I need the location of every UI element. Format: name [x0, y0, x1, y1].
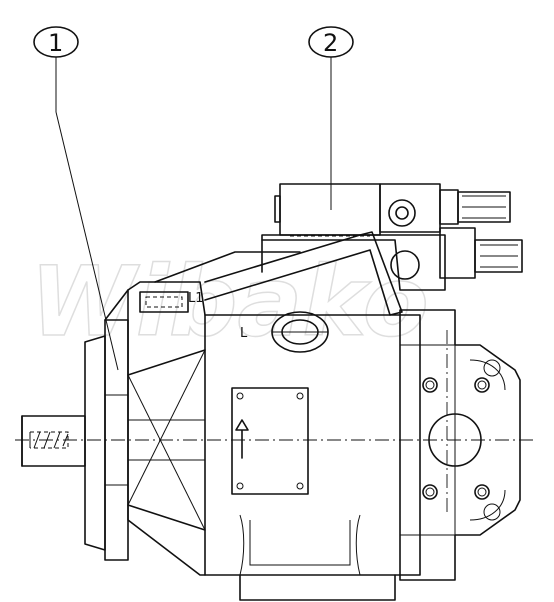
callout-2-text: 2: [323, 29, 338, 57]
pressure-port: [428, 413, 482, 467]
mounting-flange: [84, 319, 129, 561]
callout-1: 1: [33, 26, 119, 371]
drive-shaft: [21, 415, 86, 467]
pump-housing: [104, 251, 421, 601]
nameplate: [231, 387, 309, 495]
watermark: Wibako: [30, 246, 429, 358]
port-flange: [399, 309, 521, 581]
port-l: [271, 311, 329, 353]
port-l1: [139, 291, 189, 313]
port-l-label: L: [240, 326, 248, 341]
control-valve: [204, 183, 523, 316]
rotation-arrow-icon: [235, 419, 249, 459]
port-l1-label: L1: [188, 291, 204, 306]
callout-1-text: 1: [48, 29, 63, 57]
callout-2: 2: [308, 26, 354, 210]
